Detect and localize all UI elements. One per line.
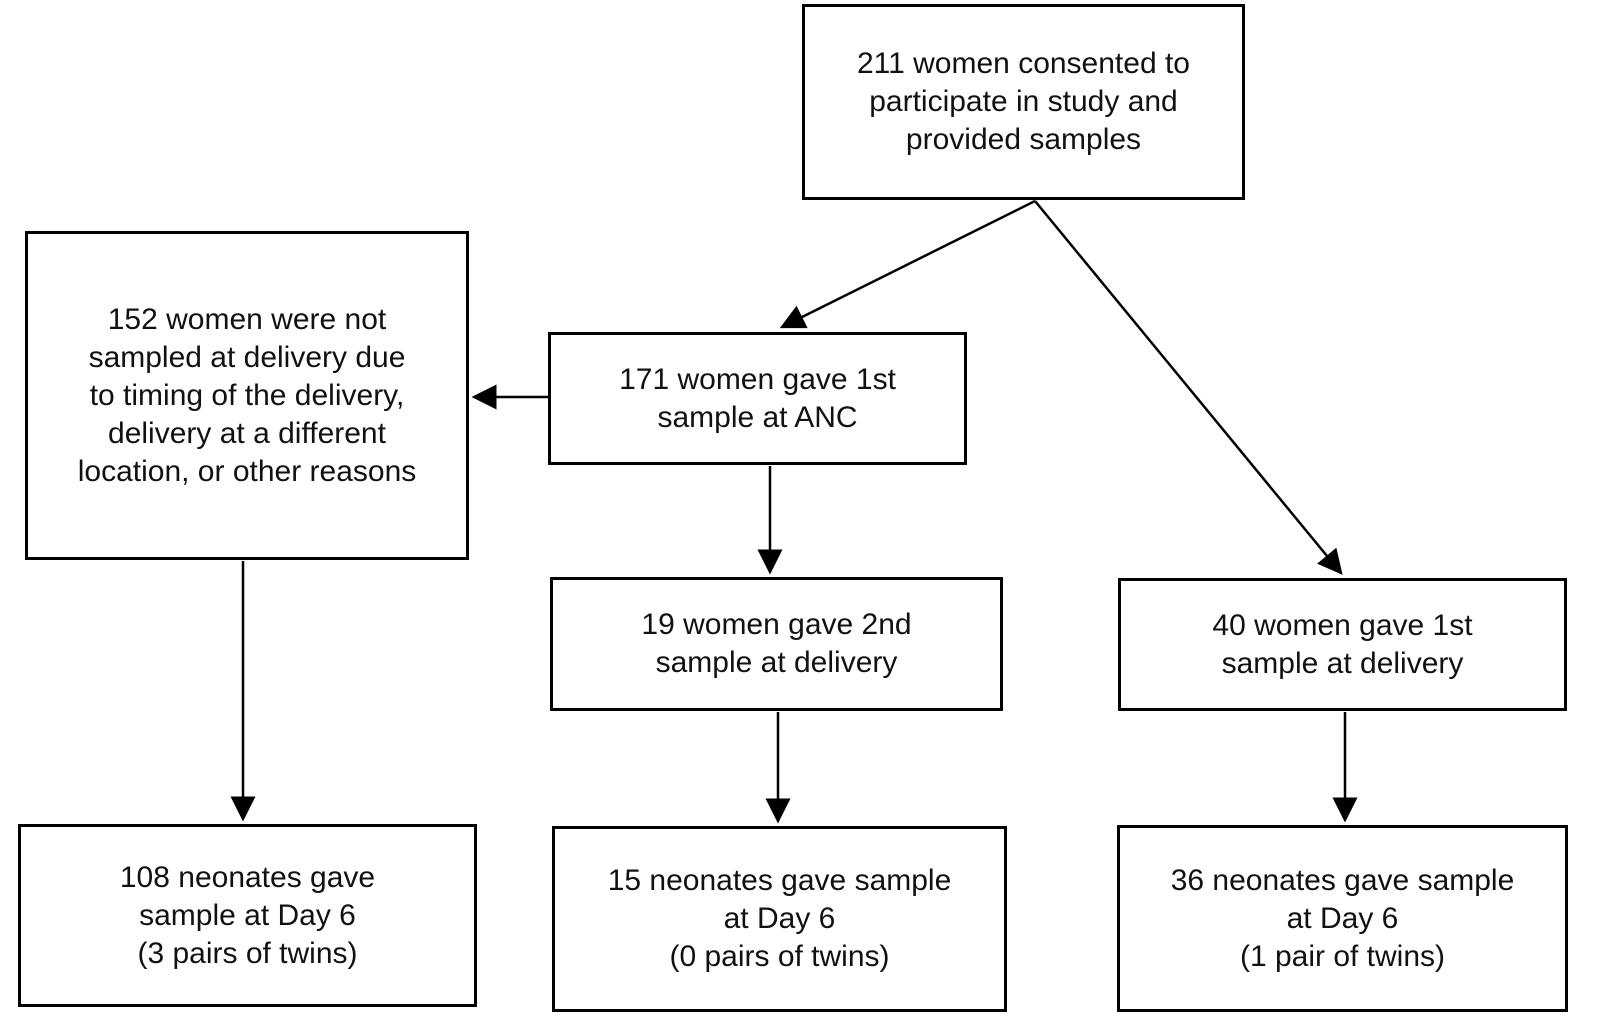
node-line: 108 neonates gave: [119, 860, 376, 894]
node-line: 15 neonates gave sample: [607, 864, 952, 897]
node-neonates-15: 15 neonates gave sample at Day 6 (0 pair…: [552, 826, 1007, 1012]
node-line: 19 women gave 2nd: [641, 608, 912, 641]
node-text: 15 neonates gave sample at Day 6 (0 pair…: [608, 862, 952, 976]
node-text: 211 women consented to participate in st…: [857, 45, 1190, 159]
node-line: (0 pairs of twins): [669, 940, 890, 973]
node-line: (3 pairs of twins): [137, 936, 358, 970]
node-line: (1 pair of twins): [1239, 939, 1446, 973]
node-line: sampled at delivery due: [88, 340, 406, 374]
arrow-consented-to-first-anc: [779, 199, 1036, 329]
node-text: 108 neonates gave sample at Day 6 (3 pai…: [120, 859, 375, 973]
node-line: 40 women gave 1st: [1212, 608, 1473, 642]
node-first-sample-delivery: 40 women gave 1st sample at delivery: [1118, 578, 1567, 711]
node-first-sample-anc: 171 women gave 1st sample at ANC: [548, 332, 967, 465]
node-line: sample at ANC: [657, 400, 858, 434]
node-line: at Day 6: [723, 902, 836, 935]
node-line: delivery at a different: [108, 416, 386, 450]
node-line: to timing of the delivery,: [89, 378, 405, 412]
node-text: 19 women gave 2nd sample at delivery: [641, 606, 911, 682]
node-text: 171 women gave 1st sample at ANC: [619, 361, 896, 437]
node-women-consented: 211 women consented to participate in st…: [802, 4, 1245, 200]
node-line: sample at delivery: [655, 646, 898, 679]
arrow-consented-to-first-delivery: [1034, 200, 1343, 575]
node-neonates-108: 108 neonates gave sample at Day 6 (3 pai…: [18, 824, 477, 1007]
node-text: 152 women were not sampled at delivery d…: [78, 301, 417, 491]
node-second-sample-delivery: 19 women gave 2nd sample at delivery: [550, 577, 1003, 711]
node-line: location, or other reasons: [77, 454, 417, 488]
node-neonates-36: 36 neonates gave sample at Day 6 (1 pair…: [1117, 825, 1568, 1012]
node-line: 36 neonates gave sample: [1170, 863, 1515, 897]
node-line: sample at delivery: [1221, 646, 1464, 680]
node-line: 152 women were not: [107, 302, 387, 336]
node-line: participate in study and: [869, 85, 1178, 118]
node-line: at Day 6: [1286, 901, 1399, 935]
node-line: 171 women gave 1st: [619, 362, 896, 396]
node-women-not-sampled: 152 women were not sampled at delivery d…: [25, 231, 469, 560]
node-line: provided samples: [905, 123, 1142, 156]
node-line: 211 women consented to: [856, 47, 1190, 80]
node-text: 40 women gave 1st sample at delivery: [1212, 607, 1472, 683]
node-text: 36 neonates gave sample at Day 6 (1 pair…: [1171, 862, 1515, 976]
node-line: sample at Day 6: [139, 898, 356, 932]
